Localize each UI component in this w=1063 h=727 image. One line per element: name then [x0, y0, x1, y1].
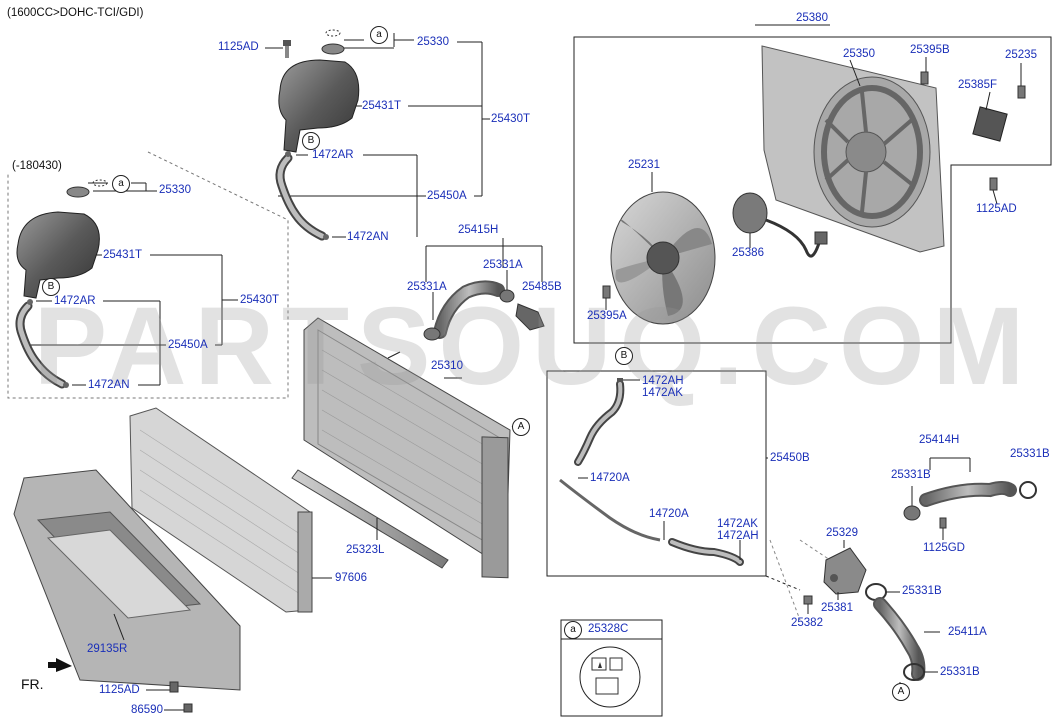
part-label-25235[interactable]: 25235	[1005, 49, 1037, 61]
lower-reservoir-group	[7, 151, 289, 399]
part-label-86590[interactable]: 86590	[131, 704, 163, 716]
part-label-25331b-2[interactable]: 25331B	[891, 469, 931, 481]
seal-strip	[291, 469, 449, 569]
callout-b-lower: B	[42, 278, 60, 296]
part-label-25380[interactable]: 25380	[796, 12, 828, 24]
part-label-25395b[interactable]: 25395B	[910, 44, 950, 56]
part-label-1125ad-bottom[interactable]: 1125AD	[99, 684, 140, 696]
engine-spec-header: (1600CC>DOHC-TCI/GDI)	[7, 7, 144, 19]
radiator-group	[303, 317, 520, 579]
callout-a-radiator: A	[512, 418, 530, 436]
front-label: FR.	[21, 676, 44, 692]
part-label-29135r[interactable]: 29135R	[87, 643, 128, 655]
part-label-1125gd[interactable]: 1125GD	[923, 542, 965, 554]
callout-b-heater: B	[615, 347, 633, 365]
part-label-25329[interactable]: 25329	[826, 527, 858, 539]
part-label-25485b[interactable]: 25485B	[522, 281, 562, 293]
part-label-14720a-top[interactable]: 14720A	[590, 472, 630, 484]
legend-part-label[interactable]: 25328C	[588, 623, 629, 635]
variant-spec-header: (-180430)	[12, 160, 62, 172]
condenser-group	[129, 407, 332, 613]
fan-assembly-group	[573, 24, 1052, 344]
heater-hose-group	[546, 370, 801, 591]
part-label-25331b-4[interactable]: 25331B	[940, 666, 980, 678]
part-label-25450a-lower[interactable]: 25450A	[168, 339, 208, 351]
part-label-25323l[interactable]: 25323L	[346, 544, 385, 556]
legend-box	[560, 619, 663, 717]
part-label-1472an-lower[interactable]: 1472AN	[88, 379, 130, 391]
part-label-25431t-top[interactable]: 25431T	[362, 100, 402, 112]
part-label-25385f[interactable]: 25385F	[958, 79, 998, 91]
radiator-hose-group	[423, 238, 545, 341]
part-label-25381[interactable]: 25381	[821, 602, 853, 614]
part-label-25411a[interactable]: 25411A	[948, 626, 987, 638]
part-label-25450a-top[interactable]: 25450A	[427, 190, 467, 202]
part-label-25430t-lower[interactable]: 25430T	[240, 294, 280, 306]
part-label-25382[interactable]: 25382	[791, 617, 823, 629]
callout-a-top: a	[370, 26, 388, 44]
part-label-1472ak-top[interactable]: 1472AK	[642, 387, 683, 399]
part-label-25431t-lower[interactable]: 25431T	[103, 249, 143, 261]
callout-b-top: B	[302, 132, 320, 150]
part-label-25415h[interactable]: 25415H	[458, 224, 499, 236]
part-label-25330-lower[interactable]: 25330	[159, 184, 191, 196]
part-label-1472ar-lower[interactable]: 1472AR	[54, 295, 96, 307]
part-label-1472ah-top[interactable]: 1472AH	[642, 375, 684, 387]
part-label-25350[interactable]: 25350	[843, 48, 875, 60]
part-label-25330-top[interactable]: 25330	[417, 36, 449, 48]
part-label-25331a-left[interactable]: 25331A	[407, 281, 447, 293]
part-label-25395a[interactable]: 25395A	[587, 310, 627, 322]
part-label-1125ad-top[interactable]: 1125AD	[218, 41, 259, 53]
part-label-25414h[interactable]: 25414H	[919, 434, 960, 446]
part-label-25331a-right[interactable]: 25331A	[483, 259, 523, 271]
part-label-25331b-3[interactable]: 25331B	[902, 585, 942, 597]
legend-key: a	[564, 621, 582, 639]
part-label-25331b-1[interactable]: 25331B	[1010, 448, 1050, 460]
part-label-1472ah-bottom[interactable]: 1472AH	[717, 530, 759, 542]
part-label-25450b[interactable]: 25450B	[770, 452, 810, 464]
part-label-25386[interactable]: 25386	[732, 247, 764, 259]
part-label-1125ad-right[interactable]: 1125AD	[976, 203, 1017, 215]
part-label-14720a-mid[interactable]: 14720A	[649, 508, 689, 520]
air-guard	[13, 469, 241, 713]
part-label-97606[interactable]: 97606	[335, 572, 367, 584]
part-label-25430t-top[interactable]: 25430T	[491, 113, 531, 125]
part-label-25231[interactable]: 25231	[628, 159, 660, 171]
upper-reservoir-group	[265, 29, 490, 241]
callout-a-lower: a	[112, 175, 130, 193]
part-label-25310[interactable]: 25310	[431, 360, 463, 372]
part-label-1472ak-bottom[interactable]: 1472AK	[717, 518, 758, 530]
part-label-1472an-top[interactable]: 1472AN	[347, 231, 389, 243]
callout-a-bottom: A	[892, 683, 910, 701]
part-label-1472ar-top[interactable]: 1472AR	[312, 149, 354, 161]
thermostat-group	[769, 457, 1037, 684]
